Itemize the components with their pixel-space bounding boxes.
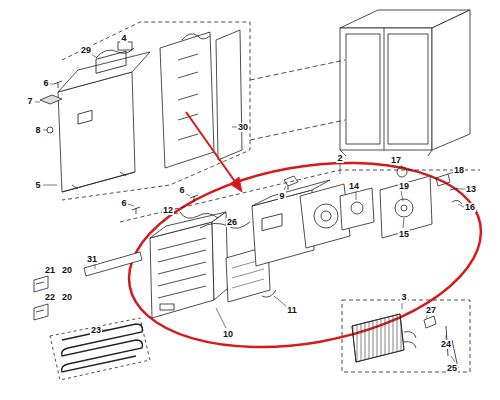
housing [150, 212, 228, 318]
callout-number: 9 [278, 192, 285, 201]
callout-number: 23 [90, 326, 102, 335]
cabinet [340, 10, 470, 156]
screw [132, 207, 140, 214]
callout-number: 29 [80, 46, 92, 55]
small-part [47, 127, 53, 133]
callout-number: 8 [34, 126, 41, 135]
callout-number: 14 [348, 182, 360, 191]
evaporator [342, 300, 470, 372]
callout-number: 12 [162, 206, 174, 215]
callout-number: 2 [336, 154, 343, 163]
screw [54, 81, 62, 88]
small-part [40, 95, 62, 104]
callout-number: 6 [178, 186, 185, 195]
callout-number: 21 [44, 266, 56, 275]
callout-number: 31 [86, 255, 98, 264]
callout-number: 10 [222, 330, 234, 339]
callout-number: 17 [390, 156, 402, 165]
callout-number: 13 [465, 185, 477, 194]
liner [58, 51, 150, 192]
callout-number: 19 [398, 182, 410, 191]
motor-plate [380, 176, 432, 238]
bracket [34, 276, 48, 292]
callout-number: 16 [464, 203, 476, 212]
callout-number: 25 [446, 364, 458, 373]
callout-number: 6 [120, 199, 127, 208]
bar [84, 252, 142, 276]
small-part [397, 167, 407, 177]
callout-number: 18 [453, 166, 465, 175]
callout-number: 30 [237, 123, 249, 132]
wire [180, 212, 218, 218]
callout-number: 24 [440, 340, 452, 349]
callout-number: 3 [400, 293, 407, 302]
callout-number: 20 [61, 266, 73, 275]
small-part [436, 174, 450, 186]
callout-number: 15 [398, 230, 410, 239]
callout-number: 22 [44, 293, 56, 302]
heater [50, 318, 150, 380]
leader-lines [35, 44, 466, 362]
wire [96, 48, 134, 58]
small-part [450, 188, 462, 204]
callout-number: 4 [120, 34, 127, 43]
callout-number: 27 [425, 306, 437, 315]
part [340, 188, 374, 230]
callout-number: 26 [226, 218, 238, 227]
cover-panel [160, 32, 214, 168]
callout-number: 20 [61, 293, 73, 302]
side-panel [216, 30, 242, 160]
callout-number: 7 [26, 97, 33, 106]
screw [190, 195, 198, 202]
callout-number: 5 [34, 181, 41, 190]
bracket [34, 304, 48, 320]
callout-number: 11 [286, 306, 298, 315]
callout-number: 6 [42, 79, 49, 88]
duct [252, 180, 350, 266]
